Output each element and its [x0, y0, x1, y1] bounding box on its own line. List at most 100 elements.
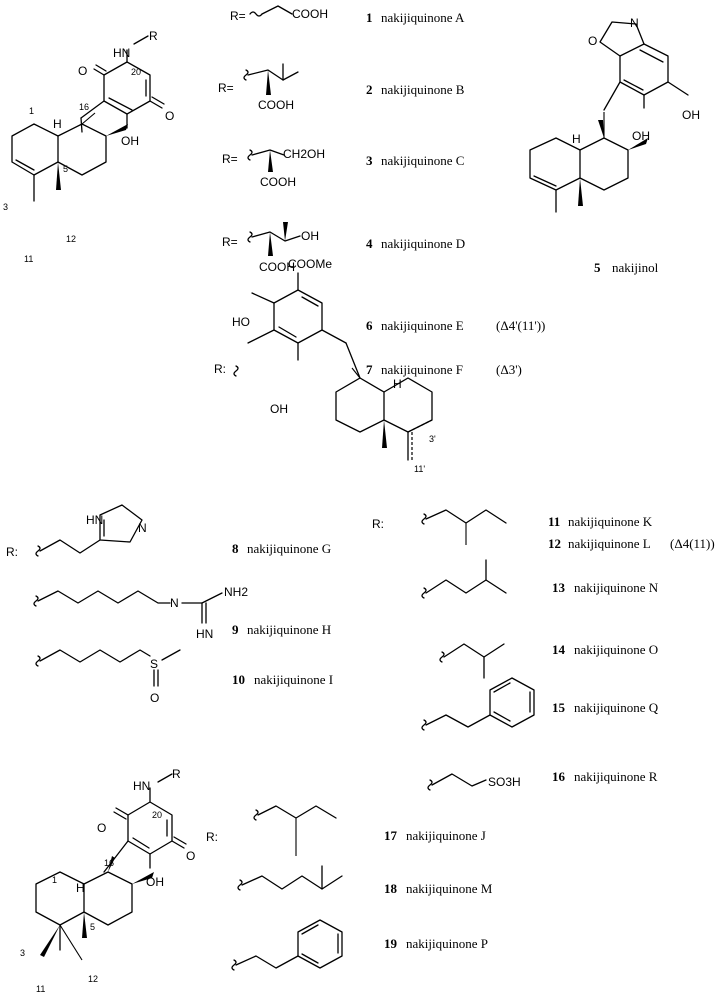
substituent-17: R: 17 nakijiquinone J [206, 805, 486, 856]
compound-6-number: 6 [366, 318, 373, 333]
compound-6-name: nakijiquinone E [381, 318, 464, 333]
position-16: 16 [104, 858, 114, 868]
position-1: 1 [29, 106, 34, 116]
compound-16-number: 16 [552, 769, 566, 784]
r-label: R= [230, 9, 246, 23]
r-colon-label: R: [206, 830, 218, 844]
compound-5-name: nakijinol [612, 260, 659, 275]
atom-nh2: NH2 [224, 585, 248, 599]
compound-3-name: nakijiquinone C [381, 153, 464, 168]
position-1: 1 [52, 875, 57, 885]
compound-15-number: 15 [552, 700, 566, 715]
substituent-13: 13 nakijiquinone N [421, 559, 659, 599]
atom-oh: OH [632, 129, 650, 143]
r-colon-label: R: [372, 517, 384, 531]
atom-o: O [588, 34, 597, 48]
r-label: R= [222, 152, 238, 166]
atom-nh: HN [196, 627, 213, 641]
compound-2-number: 2 [366, 82, 373, 97]
substituent-4: R= OH COOH [222, 222, 319, 274]
compound-14-name: nakijiquinone O [574, 642, 658, 657]
atom-s: S [150, 657, 158, 671]
compound-5-number: 5 [594, 260, 601, 275]
compound-18-name: nakijiquinone M [406, 881, 493, 896]
position-3: 3 [3, 202, 8, 212]
atom-hn: HN [133, 779, 150, 793]
compound-7-name: nakijiquinone F [381, 362, 463, 377]
substituent-9: N NH2 HN 9 nakijiquinone H [33, 585, 331, 641]
substituent-18: 18 nakijiquinone M [237, 865, 493, 896]
structure-5-nakijinol: O N OH OH H 5 nakijinol [529, 16, 700, 275]
compound-7-note: (Δ3') [496, 362, 522, 377]
compound-12-number: 12 [548, 536, 561, 551]
position-5: 5 [90, 922, 95, 932]
atom-coome: COOMe [288, 257, 332, 271]
compound-10-name: nakijiquinone I [254, 672, 333, 687]
atom-n: N [630, 16, 639, 30]
compound-17-number: 17 [384, 828, 398, 843]
atom-oh: OH [121, 134, 139, 148]
position-11: 11 [24, 254, 33, 264]
atom-cooh: COOH [260, 175, 296, 189]
atom-h: H [393, 377, 402, 391]
position-11: 11 [36, 984, 45, 994]
atom-o: O [186, 849, 195, 863]
r-label: R= [218, 81, 234, 95]
substituent-3: R= CH2OH COOH [222, 147, 325, 189]
compound-6-note: (Δ4'(11')) [496, 318, 545, 333]
r-colon-label: R: [6, 545, 18, 559]
r-label: R= [222, 235, 238, 249]
atom-n: N [138, 521, 147, 535]
position-20: 20 [152, 810, 162, 820]
atom-h: H [76, 881, 85, 895]
core-structure-top: O O HN R 20 OH 16 H 1 3 5 11 12 [3, 29, 174, 264]
position-11-prime: 11' [414, 464, 425, 474]
atom-cooh: COOH [259, 260, 295, 274]
atom-o: O [165, 109, 174, 123]
compound-1-name: nakijiquinone A [381, 10, 465, 25]
compound-4-number: 4 [366, 236, 373, 251]
substituent-8: R: HN N 8 nakijiquinone G [6, 504, 331, 559]
compound-8-name: nakijiquinone G [247, 541, 331, 556]
position-20: 20 [131, 67, 141, 77]
atom-so3h: SO3H [488, 775, 521, 789]
atom-o: O [150, 691, 159, 705]
compound-19-number: 19 [384, 936, 398, 951]
compound-7-number: 7 [366, 362, 373, 377]
position-5: 5 [63, 164, 68, 174]
atom-cooh: COOH [258, 98, 294, 112]
substituent-14: 14 nakijiquinone O [439, 642, 658, 679]
compound-15-name: nakijiquinone Q [574, 700, 659, 715]
atom-oh: OH [146, 875, 164, 889]
atom-cooh: COOH [292, 7, 328, 21]
substituent-15: 15 nakijiquinone Q [421, 677, 659, 731]
compound-17-name: nakijiquinone J [406, 828, 486, 843]
atom-oh: OH [301, 229, 319, 243]
atom-oh: OH [682, 108, 700, 122]
compound-12-name: nakijiquinone L [568, 536, 651, 551]
compound-1-number: 1 [366, 10, 373, 25]
atom-oh: OH [270, 402, 288, 416]
compound-13-name: nakijiquinone N [574, 580, 659, 595]
compound-11-number: 11 [548, 514, 560, 529]
r-colon-label: R: [214, 362, 226, 376]
atom-o: O [78, 64, 87, 78]
compound-18-number: 18 [384, 881, 398, 896]
atom-r: R [149, 29, 158, 43]
substituent-1: R= COOH [230, 5, 328, 23]
core-structure-6-7: COOMe HO R: OH H 3' 11' [214, 257, 436, 474]
compound-13-number: 13 [552, 580, 566, 595]
compound-2-name: nakijiquinone B [381, 82, 465, 97]
atom-n: N [170, 596, 179, 610]
substituent-2: R= COOH [218, 63, 299, 112]
labels-1-to-7: 1 nakijiquinone A 2 nakijiquinone B 3 na… [366, 10, 545, 377]
compound-11-name: nakijiquinone K [568, 514, 653, 529]
compound-10-number: 10 [232, 672, 245, 687]
substituent-19: 19 nakijiquinone P [231, 919, 488, 971]
compound-9-number: 9 [232, 622, 239, 637]
atom-r: R [172, 767, 181, 781]
position-3-prime: 3' [429, 434, 436, 444]
atom-hn: HN [113, 46, 130, 60]
compound-3-number: 3 [366, 153, 373, 168]
